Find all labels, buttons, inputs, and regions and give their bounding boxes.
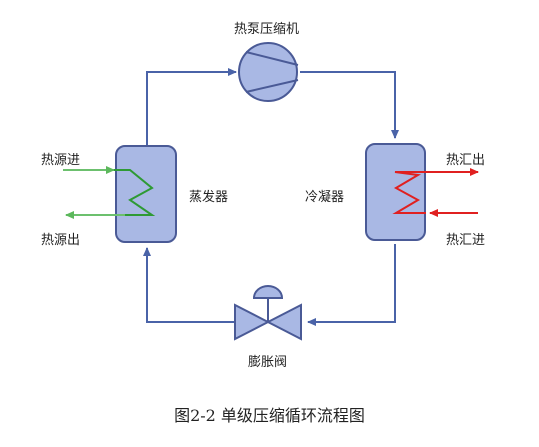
condenser: [365, 143, 479, 241]
pipe-condenser-to-valve: [307, 244, 396, 326]
evaporator-body: [115, 145, 177, 243]
valve-label: 膨胀阀: [248, 355, 288, 370]
evaporator: [63, 145, 177, 243]
valve-left-triangle: [234, 303, 271, 341]
compressor-symbol: [245, 51, 299, 93]
valve-actuator: [252, 285, 284, 299]
figure-caption: 图2-2 单级压缩循环流程图: [174, 406, 365, 425]
pipe-compressor-to-condenser: [300, 71, 399, 139]
condenser-label: 冷凝器: [305, 190, 345, 205]
pipe-valve-to-evaporator: [143, 247, 235, 323]
evaporator-coil: [114, 169, 156, 216]
heat-source-in-label: 热源进: [41, 153, 81, 168]
heat-sink-out-label: 热汇出: [446, 153, 486, 168]
expansion-valve: [234, 285, 302, 341]
valve-right-triangle: [265, 303, 302, 341]
pipe-evaporator-to-compressor: [146, 68, 237, 148]
heat-source-out-label: 热源出: [41, 233, 81, 248]
condenser-coil: [392, 171, 426, 214]
compressor-label: 热泵压缩机: [234, 22, 300, 37]
condenser-body: [365, 143, 426, 241]
refrigerant-loop: [143, 68, 399, 326]
evaporator-label: 蒸发器: [189, 190, 229, 205]
heat-sink-in-label: 热汇进: [446, 233, 486, 248]
compressor: [238, 42, 299, 102]
compressor-body: [238, 42, 298, 102]
